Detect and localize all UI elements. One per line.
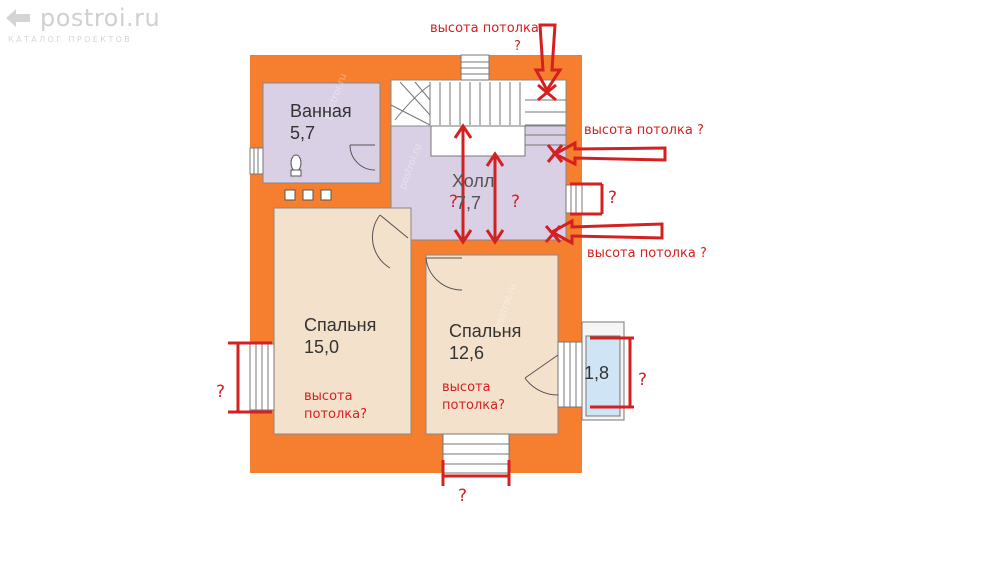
bedroom-right-area: 12,6: [449, 343, 485, 363]
staircase: [390, 81, 566, 146]
site-logo: postroi.ru КАТАЛОГ ПРОЕКТОВ: [0, 0, 180, 50]
bathroom-name: Ванная: [290, 101, 352, 121]
logo-text: postroi.ru: [40, 4, 161, 32]
balcony-label: 1,8: [584, 362, 609, 384]
bedroom-left-area: 15,0: [304, 337, 340, 357]
ceiling-note-top-text: высота потолка: [430, 21, 539, 36]
logo-mark-icon: [6, 9, 30, 27]
bathroom-fixtures: [284, 154, 332, 201]
ceiling-note-bedroom-left-l1: высота: [304, 389, 353, 404]
stair-landing: [430, 125, 526, 157]
question-balcony: ?: [638, 370, 648, 390]
bathroom-area: 5,7: [290, 123, 316, 143]
hall-area: 7,7: [456, 193, 482, 213]
logo-tagline: КАТАЛОГ ПРОЕКТОВ: [8, 35, 133, 44]
ceiling-note-right-lower: высота потолка ?: [587, 246, 707, 261]
balcony-area: 1,8: [584, 363, 610, 383]
bedroom-right-name: Спальня: [449, 321, 522, 341]
ceiling-note-top: высота потолка ?: [430, 20, 539, 56]
question-window-left: ?: [216, 382, 226, 402]
ceiling-note-bedroom-right-l1: высота: [442, 380, 491, 395]
red-markup: [228, 23, 667, 486]
question-hall-right: ?: [511, 192, 521, 212]
bedroom-left-label: Спальня 15,0: [304, 314, 376, 358]
bedroom-left-name: Спальня: [304, 315, 377, 335]
ceiling-note-bedroom-left: высота потолка?: [304, 388, 367, 424]
ceiling-note-top-q: ?: [514, 39, 521, 54]
question-bottom: ?: [458, 486, 468, 506]
question-hall-left: ?: [449, 192, 459, 212]
balcony-floor: [585, 335, 621, 417]
doors: [349, 144, 559, 396]
bathroom-room: [262, 82, 381, 184]
ceiling-note-right-upper: высота потолка ?: [584, 123, 704, 138]
ceiling-note-bedroom-right-l2: потолка?: [442, 398, 506, 413]
bedroom-left-room: [273, 207, 412, 435]
bathroom-label: Ванная 5,7: [290, 100, 352, 144]
bedroom-right-label: Спальня 12,6: [449, 320, 521, 364]
question-window-right: ?: [608, 188, 618, 208]
hall-label: Холл 7,7: [452, 170, 494, 214]
ceiling-note-bedroom-left-l2: потолка?: [304, 407, 368, 422]
hall-name: Холл: [452, 171, 495, 191]
ceiling-note-bedroom-right: высота потолка?: [442, 379, 505, 415]
